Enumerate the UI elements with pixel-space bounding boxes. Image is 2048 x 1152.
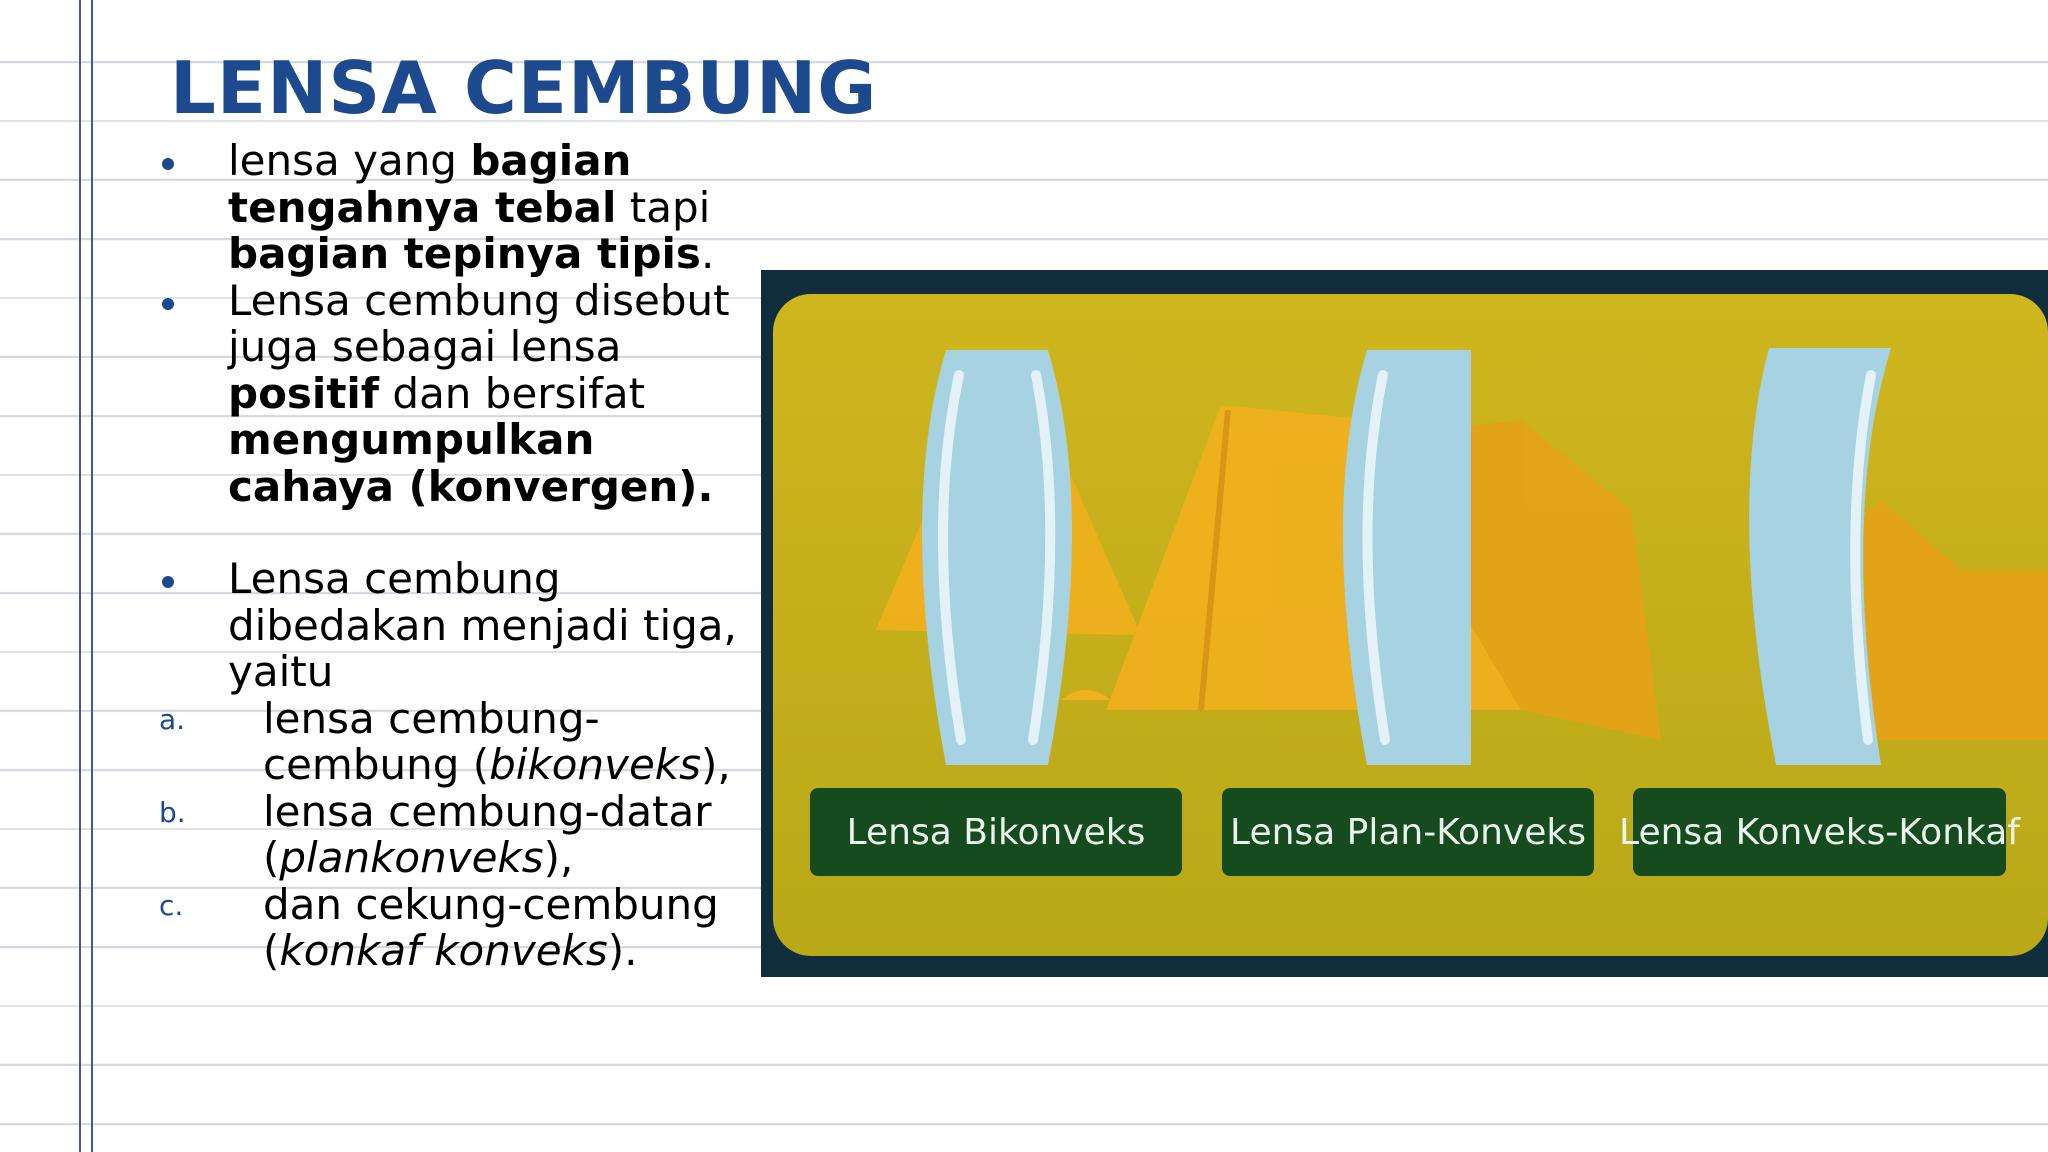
text-run: Lensa cembung dibedakan menjadi tiga, ya… bbox=[228, 554, 737, 696]
spacer bbox=[155, 510, 745, 556]
bullet-item-properties: Lensa cembung disebut juga sebagai lensa… bbox=[155, 275, 745, 511]
italic-text-run: konkaf konveks bbox=[279, 926, 608, 975]
text-run: dan bersifat bbox=[379, 368, 646, 418]
text-run: ), bbox=[701, 740, 731, 789]
sublist-item-bikonveks: a. lensa cembung-cembung (bikonveks), bbox=[155, 693, 745, 789]
sublist-label: b. bbox=[159, 795, 186, 829]
bullet-item-types: Lensa cembung dibedakan menjadi tiga, ya… bbox=[155, 554, 745, 696]
italic-text-run: bikonveks bbox=[489, 740, 702, 789]
lens-label-plan-konveks: Lensa Plan-Konveks bbox=[1222, 788, 1594, 876]
text-run: lensa yang bbox=[228, 136, 471, 185]
bold-text-run: bagian tengahnya tebal bbox=[228, 136, 632, 232]
lens-types-image: Lensa Bikonveks Lensa Plan-Konveks Lensa… bbox=[761, 270, 2048, 977]
text-run: ). bbox=[607, 926, 638, 975]
lens-bikonveks-icon bbox=[922, 350, 1072, 765]
sublist-label: c. bbox=[159, 888, 184, 922]
text-run: lensa cembung-cembung ( bbox=[263, 693, 600, 789]
text-content: lensa yang bagian tengahnya tebal tapi b… bbox=[155, 136, 745, 975]
bullet-dot-icon bbox=[162, 576, 174, 588]
sublist-item-plankonveks: b. lensa cembung-datar (plankonveks), bbox=[155, 786, 745, 882]
lens-label-bikonveks: Lensa Bikonveks bbox=[810, 788, 1182, 876]
margin-line-right bbox=[91, 0, 93, 1152]
bullet-dot-icon bbox=[162, 297, 174, 310]
bullet-dot-icon bbox=[162, 158, 174, 170]
text-run: tapi bbox=[616, 182, 711, 232]
text-run: dan cekung-cembung ( bbox=[263, 879, 719, 975]
bold-text-run: bagian tepinya tipis bbox=[228, 229, 701, 278]
text-run: . bbox=[700, 229, 715, 278]
italic-text-run: plankonveks bbox=[279, 833, 544, 882]
text-run: Lensa cembung disebut juga sebagai lensa bbox=[228, 275, 730, 371]
lens-konveks-konkaf-icon bbox=[1749, 348, 1891, 765]
lens-plan-konveks-icon bbox=[1343, 350, 1471, 765]
text-run: lensa cembung-datar ( bbox=[263, 786, 712, 882]
lens-label-konveks-konkaf: Lensa Konveks-Konkaf bbox=[1619, 788, 2020, 876]
lamp-icon bbox=[1061, 690, 1111, 700]
margin-line-left bbox=[79, 0, 81, 1152]
bullet-item-definition: lensa yang bagian tengahnya tebal tapi b… bbox=[155, 136, 745, 278]
sublist-item-konkaf-konveks: c. dan cekung-cembung (konkaf konveks). bbox=[155, 879, 745, 975]
bold-text-run: positif bbox=[228, 368, 380, 418]
slide-title: LENSA CEMBUNG bbox=[170, 46, 878, 130]
text-run: ), bbox=[543, 833, 574, 882]
bold-text-run: mengumpulkan cahaya (konvergen). bbox=[228, 415, 714, 511]
tent-pole bbox=[1198, 409, 1231, 711]
sublist-label: a. bbox=[159, 702, 186, 736]
